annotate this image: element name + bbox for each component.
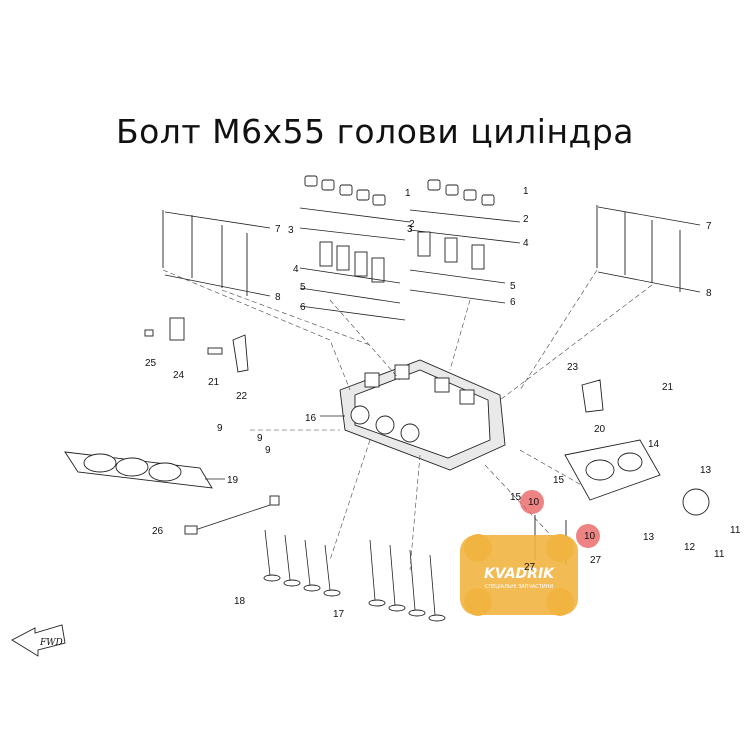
watermark-tagline: СПЕЦІАЛЬНІ ЗАПЧАСТИНИ <box>485 584 553 590</box>
callout-22: 22 <box>236 391 248 402</box>
callout-16: 16 <box>305 413 317 424</box>
callout-7-b: 7 <box>706 221 712 232</box>
callout-15-a: 15 <box>510 492 522 503</box>
callout-8-a: 8 <box>275 292 281 303</box>
callout-7-a: 7 <box>275 224 281 235</box>
callout-17: 17 <box>333 609 345 620</box>
callout-9-b: 9 <box>257 433 263 444</box>
side-cover <box>564 379 710 516</box>
callout-13-b: 13 <box>643 532 655 543</box>
callout-20: 20 <box>594 424 606 435</box>
callout-11-b: 11 <box>714 549 725 560</box>
cylinder-head <box>320 359 506 471</box>
callout-5-a: 5 <box>300 282 306 293</box>
callout-2-a: 2 <box>409 219 415 230</box>
callout-1-b: 1 <box>523 186 529 197</box>
callout-9-a: 9 <box>217 423 223 434</box>
head-bolts-left <box>162 210 271 297</box>
callout-4-a: 4 <box>293 264 299 275</box>
callout-3-a: 3 <box>288 225 294 236</box>
callout-2-b: 2 <box>523 214 529 225</box>
callout-4-b: 4 <box>523 238 529 249</box>
callout-9-c: 9 <box>265 445 271 456</box>
callout-6-b: 6 <box>510 297 516 308</box>
callout-12: 12 <box>684 542 696 553</box>
callout-6-a: 6 <box>300 302 306 313</box>
callout-26: 26 <box>152 526 164 537</box>
callout-3-b: 3 <box>407 224 413 235</box>
valve-train-left <box>299 175 411 321</box>
callout-5-b: 5 <box>510 281 516 292</box>
callout-15-b: 15 <box>553 475 565 486</box>
callout-21-b: 21 <box>662 382 674 393</box>
callout-23: 23 <box>567 362 579 373</box>
fwd-label: FWD <box>39 638 63 648</box>
watermark-brand: KVADRIK <box>484 566 555 582</box>
callout-1-a: 1 <box>405 188 411 199</box>
callout-10-b: 10 <box>584 531 596 542</box>
callout-14: 14 <box>648 439 660 450</box>
callout-8-b: 8 <box>706 288 712 299</box>
callout-24: 24 <box>173 370 185 381</box>
callout-27-b: 27 <box>590 555 602 566</box>
highlight-circle-1 <box>520 490 544 514</box>
callout-18: 18 <box>234 596 246 607</box>
callout-labels: 1 2 3 4 5 6 1 2 3 4 5 6 7 8 7 8 9 9 9 10… <box>145 186 741 620</box>
valves <box>263 529 446 622</box>
head-gasket <box>64 451 225 489</box>
fwd-arrow: FWD <box>11 624 66 657</box>
highlight-circle-2 <box>576 524 600 548</box>
callout-13-a: 13 <box>700 465 712 476</box>
head-bolts-right <box>596 205 701 293</box>
callout-10-a: 10 <box>528 497 540 508</box>
callout-11-a: 11 <box>730 525 741 536</box>
sensor-assembly <box>144 317 249 373</box>
callout-19: 19 <box>227 475 239 486</box>
callout-27-a: 27 <box>524 562 536 573</box>
callout-21-a: 21 <box>208 377 220 388</box>
temp-sensor <box>184 495 280 535</box>
callout-25: 25 <box>145 358 157 369</box>
projection-lines <box>162 269 653 571</box>
kvadrik-watermark: KVADRIK СПЕЦІАЛЬНІ ЗАПЧАСТИНИ <box>460 534 578 616</box>
page-title: Болт M6x55 голови циліндра <box>115 112 635 151</box>
valve-train-right <box>409 179 521 304</box>
